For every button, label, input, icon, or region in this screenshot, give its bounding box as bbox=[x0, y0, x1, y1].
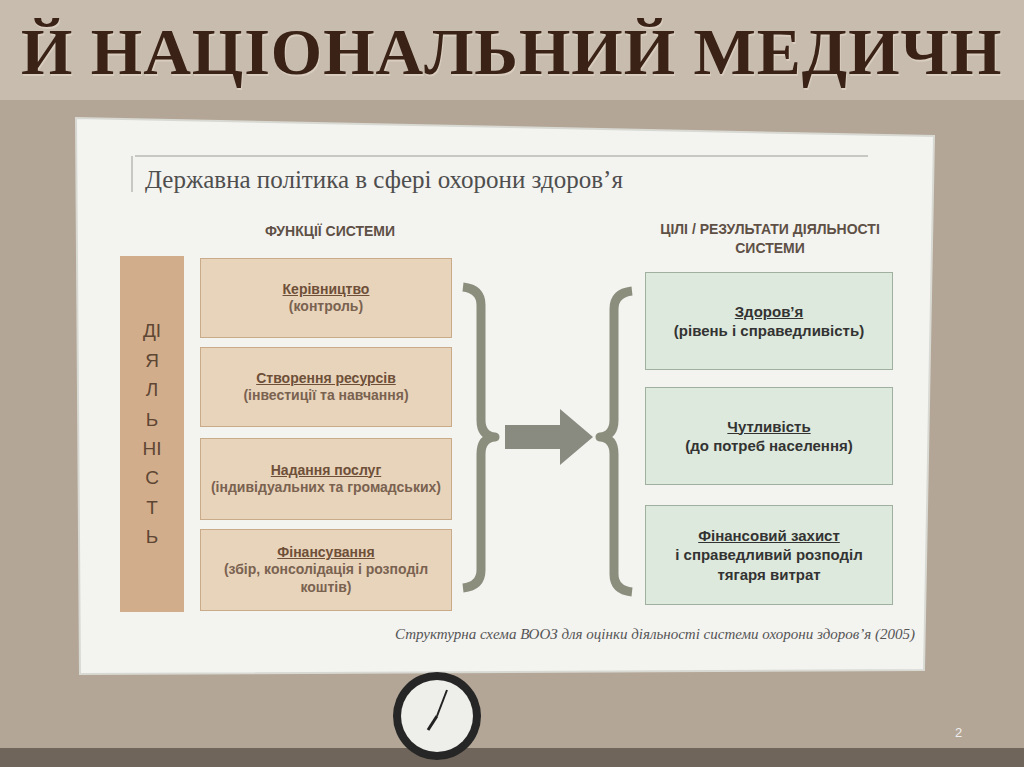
bracket bbox=[463, 287, 495, 588]
wall-clock bbox=[393, 672, 481, 760]
box-heading: Фінансування bbox=[277, 544, 374, 562]
box-body: (інвестиції та навчання) bbox=[243, 387, 408, 405]
function-box: Керівництво(контроль) bbox=[200, 258, 452, 338]
wall-bottom bbox=[0, 748, 1024, 767]
box-heading: Надання послуг bbox=[271, 462, 381, 480]
box-heading: Керівництво bbox=[283, 281, 370, 299]
wall-lettering: Й НАЦІОНАЛЬНИЙ МЕДИЧН bbox=[21, 14, 1002, 90]
figure-caption: Структурна схема ВООЗ для оцінки діяльно… bbox=[160, 626, 915, 643]
vertical-band: ДІЯЛЬНІСТЬ bbox=[120, 256, 184, 612]
clock-hand bbox=[437, 690, 447, 716]
page-number: 2 bbox=[955, 725, 985, 740]
box-heading: Здоров’я bbox=[735, 302, 804, 322]
goal-box: Чутливість(до потреб населення) bbox=[645, 387, 893, 485]
box-body: і справедливий розподіл тягаря витрат bbox=[656, 545, 882, 584]
function-box: Фінансування(збір, консолідація і розпод… bbox=[200, 529, 452, 611]
bracket bbox=[600, 291, 632, 592]
clock-hand bbox=[428, 716, 437, 730]
box-heading: Чутливість bbox=[727, 417, 810, 437]
box-heading: Створення ресурсів bbox=[256, 370, 396, 388]
block-arrow bbox=[505, 409, 593, 465]
box-heading: ДІЯЛЬНІСТЬ bbox=[143, 316, 162, 552]
function-box: Створення ресурсів(інвестиції та навчанн… bbox=[200, 347, 452, 427]
slide-title: Державна політика в сфері охорони здоров… bbox=[145, 166, 623, 194]
box-body: (рівень і справедливість) bbox=[674, 321, 864, 341]
clock-face bbox=[401, 680, 473, 752]
box-body: (до потреб населення) bbox=[685, 436, 852, 456]
goal-box: Фінансовий захисті справедливий розподіл… bbox=[645, 505, 893, 605]
wall-upper bbox=[0, 0, 1024, 100]
box-body: (збір, консолідація і розподіл коштів) bbox=[209, 561, 443, 596]
function-box: Надання послуг(індивідуальних та громадс… bbox=[200, 438, 452, 520]
box-heading: Фінансовий захист bbox=[698, 526, 840, 546]
column-header: ФУНКЦІЇ СИСТЕМИ bbox=[200, 222, 460, 241]
column-header: ЦІЛІ / РЕЗУЛЬТАТИ ДІЯЛЬНОСТІ СИСТЕМИ bbox=[640, 220, 900, 258]
title-rule bbox=[131, 156, 133, 192]
box-body: (контроль) bbox=[289, 298, 363, 316]
projection-screen bbox=[76, 118, 934, 674]
goal-box: Здоров’я(рівень і справедливість) bbox=[645, 272, 893, 370]
title-rule bbox=[135, 155, 868, 157]
box-body: (індивідуальних та громадських) bbox=[211, 479, 441, 497]
